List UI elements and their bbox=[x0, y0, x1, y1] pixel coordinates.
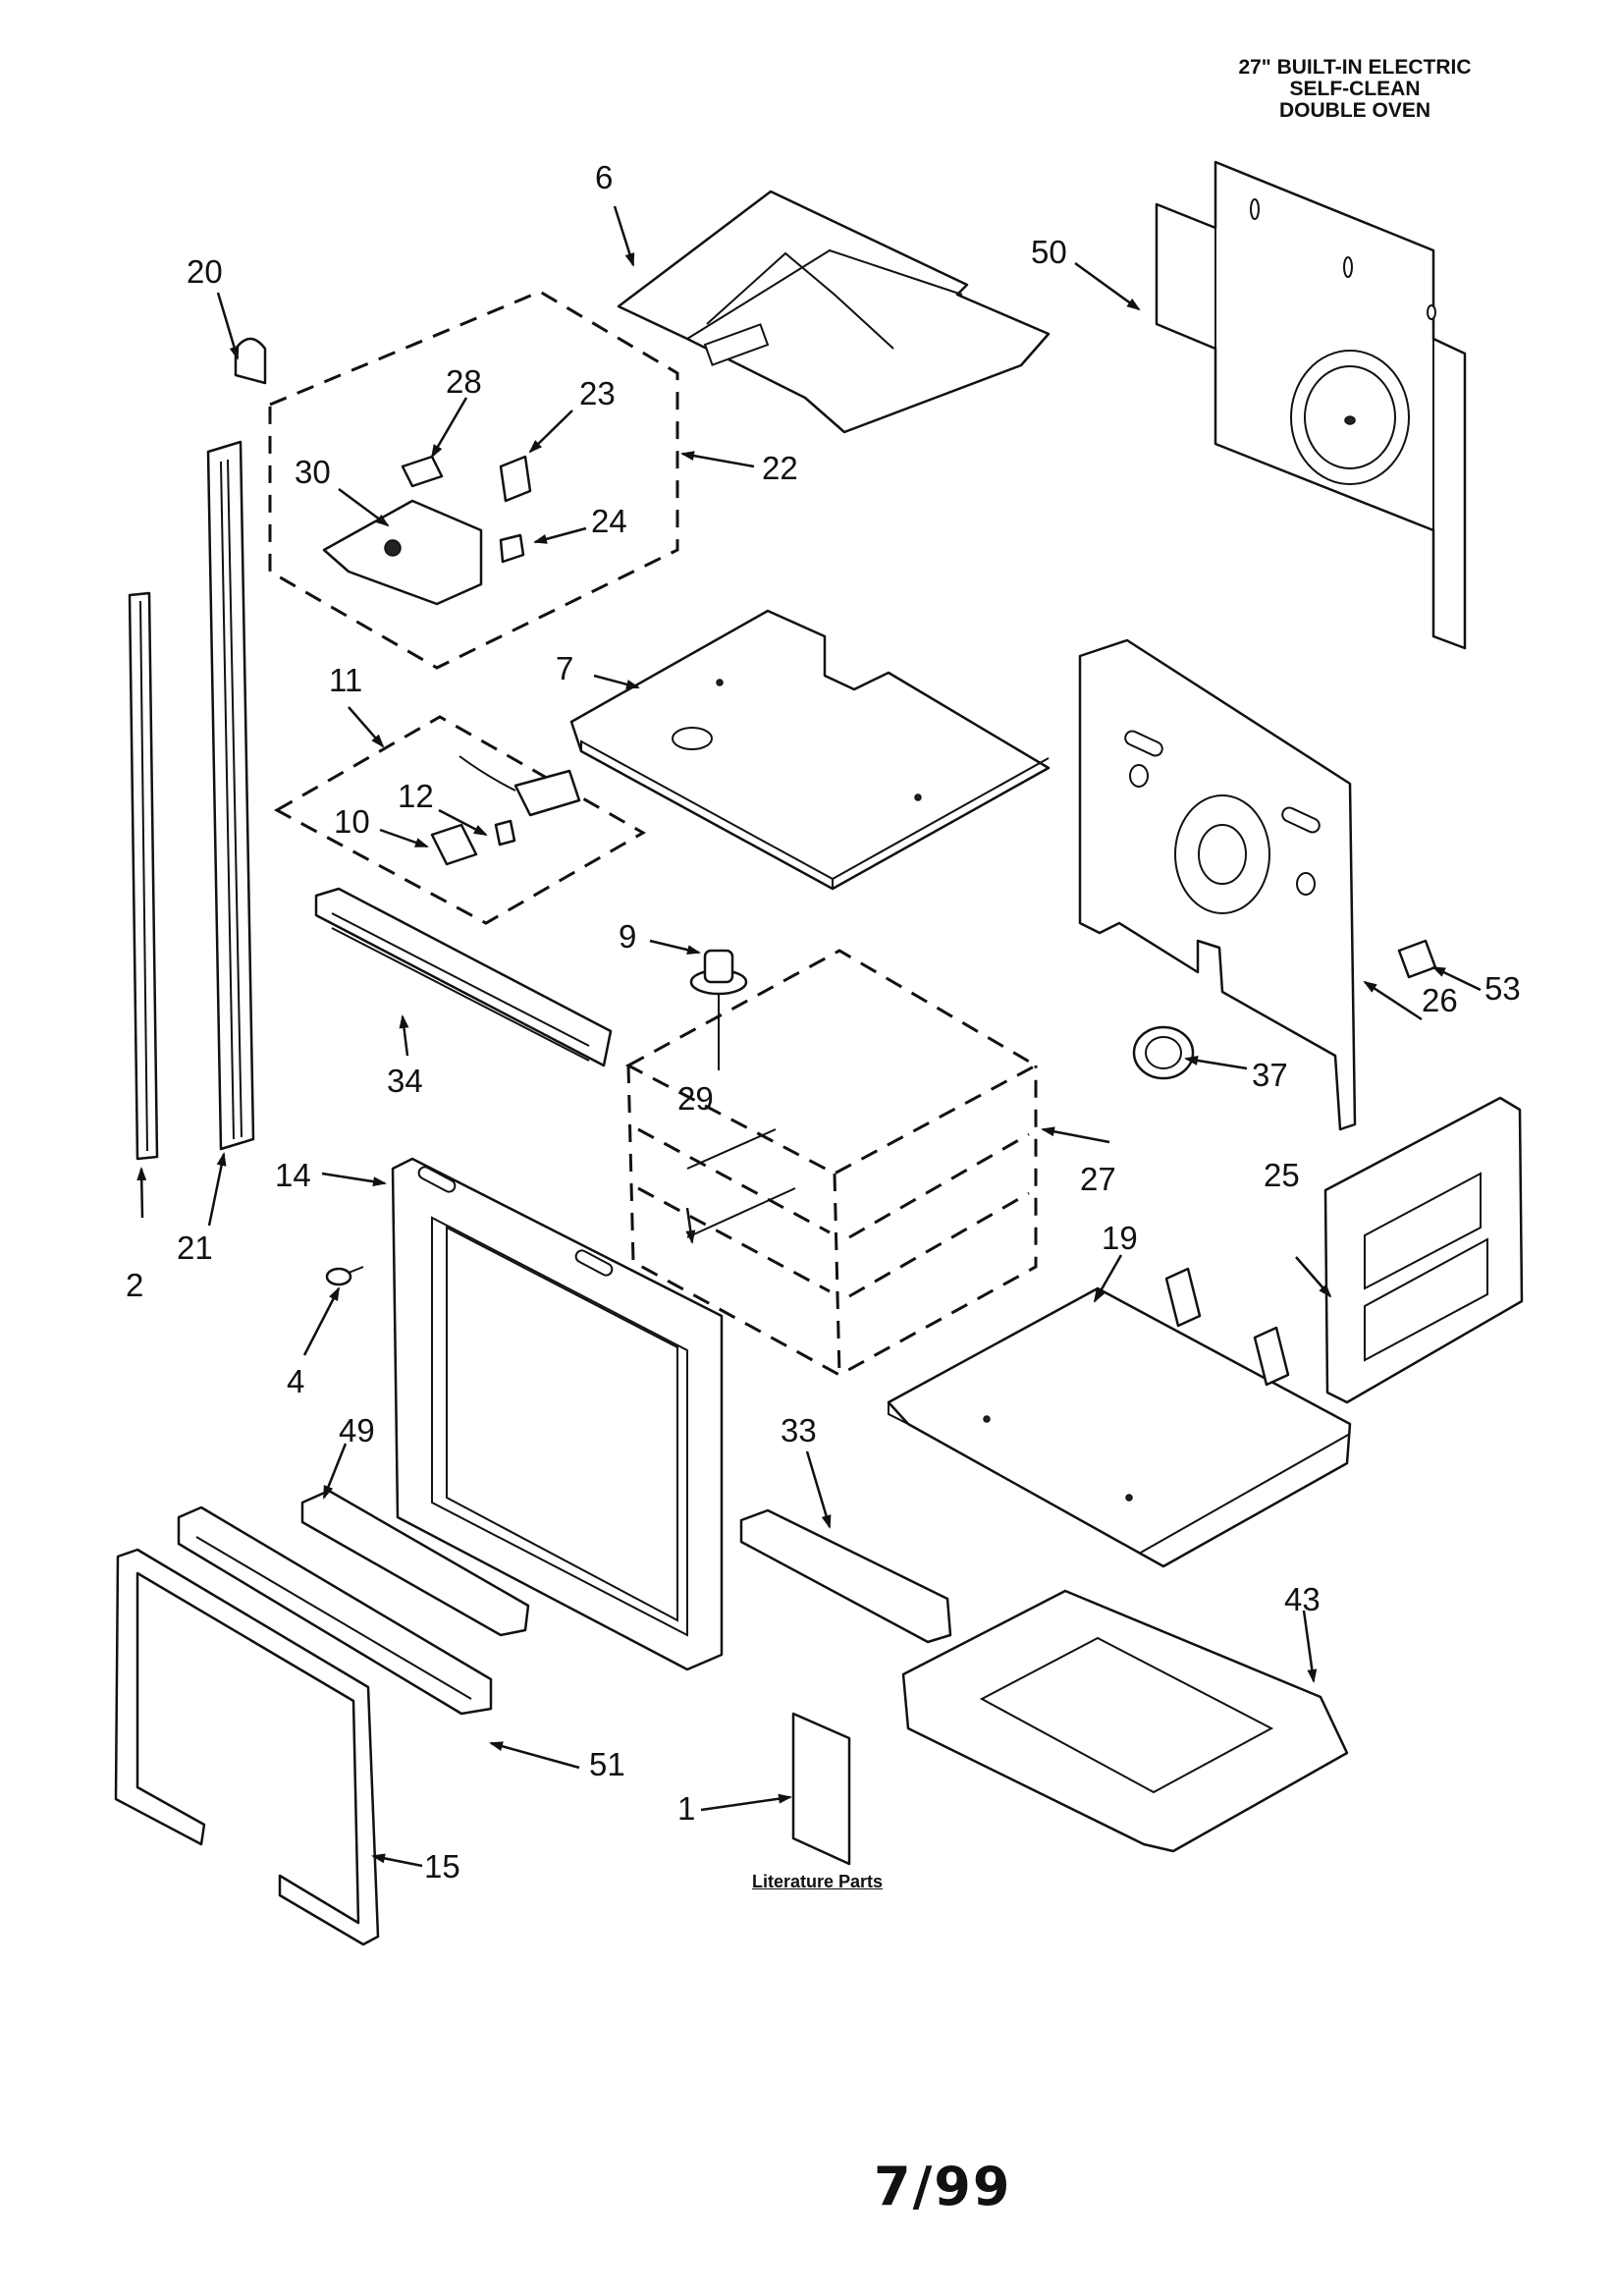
label-53: 53 bbox=[1484, 970, 1521, 1007]
label-26: 26 bbox=[1422, 982, 1458, 1018]
part-34-vent-panel bbox=[314, 887, 613, 1067]
part-33-channel bbox=[739, 1508, 952, 1644]
label-27: 27 bbox=[1080, 1161, 1116, 1197]
label-12: 12 bbox=[398, 778, 434, 814]
label-22: 22 bbox=[762, 450, 798, 486]
label-33: 33 bbox=[781, 1412, 817, 1449]
part-4-screw bbox=[325, 1266, 364, 1286]
part-1-literature bbox=[791, 1712, 851, 1866]
part-2-side-trim bbox=[128, 591, 159, 1161]
diagram-title: 27" BUILT-IN ELECTRIC SELF-CLEAN DOUBLE … bbox=[1159, 57, 1551, 122]
label-20: 20 bbox=[187, 253, 223, 290]
part-29-element bbox=[686, 1128, 796, 1238]
part-6-top-shroud bbox=[617, 190, 1051, 434]
part-11-assembly bbox=[273, 715, 647, 925]
label-9: 9 bbox=[619, 918, 636, 955]
part-19-bottom-panel bbox=[887, 1267, 1352, 1568]
label-37: 37 bbox=[1252, 1057, 1288, 1093]
label-28: 28 bbox=[446, 363, 482, 400]
part-number-labels: 6 50 20 28 23 30 22 24 11 7 12 10 9 34 2… bbox=[126, 159, 1521, 1885]
label-7: 7 bbox=[556, 650, 573, 686]
part-7-top-panel bbox=[569, 609, 1051, 891]
part-22-control-assembly bbox=[268, 290, 679, 670]
label-51: 51 bbox=[589, 1746, 625, 1782]
part-51-lower-trim bbox=[177, 1505, 493, 1716]
title-line-3: DOUBLE OVEN bbox=[1278, 99, 1430, 122]
part-50-rear-panel bbox=[1155, 160, 1467, 650]
part-25-side-panel bbox=[1323, 1096, 1524, 1404]
label-50: 50 bbox=[1031, 234, 1067, 270]
label-11: 11 bbox=[329, 662, 362, 698]
literature-parts-caption: Literature Parts bbox=[752, 1872, 884, 1891]
part-43-base-pan bbox=[901, 1589, 1349, 1853]
leader-arrows bbox=[136, 205, 1482, 1868]
label-15: 15 bbox=[424, 1848, 460, 1885]
label-2: 2 bbox=[126, 1267, 143, 1303]
label-6: 6 bbox=[595, 159, 613, 195]
label-24: 24 bbox=[591, 503, 627, 539]
label-49: 49 bbox=[339, 1412, 375, 1449]
label-21: 21 bbox=[177, 1230, 213, 1266]
label-34: 34 bbox=[387, 1063, 423, 1099]
part-26-oven-back bbox=[1078, 638, 1357, 1131]
footer-date: 7/99 bbox=[874, 2156, 1012, 2217]
title-line-1: 27" BUILT-IN ELECTRIC bbox=[1238, 56, 1472, 79]
label-25: 25 bbox=[1264, 1157, 1300, 1193]
part-53-bracket bbox=[1397, 939, 1437, 979]
label-14: 14 bbox=[275, 1157, 311, 1193]
part-15-gasket bbox=[114, 1548, 380, 1946]
label-10: 10 bbox=[334, 803, 370, 840]
title-line-2: SELF-CLEAN bbox=[1289, 78, 1421, 100]
label-23: 23 bbox=[579, 375, 616, 411]
label-19: 19 bbox=[1102, 1220, 1138, 1256]
label-43: 43 bbox=[1284, 1581, 1321, 1617]
label-4: 4 bbox=[287, 1363, 304, 1399]
label-30: 30 bbox=[295, 454, 331, 490]
part-9-fan bbox=[689, 949, 748, 1070]
label-29: 29 bbox=[677, 1080, 714, 1117]
part-14-front-frame bbox=[391, 1157, 724, 1671]
part-21-side-trim bbox=[206, 440, 255, 1151]
part-37-gasket bbox=[1132, 1025, 1195, 1080]
part-27-oven-cavity bbox=[624, 949, 1040, 1377]
part-20-clip bbox=[234, 337, 267, 385]
label-1: 1 bbox=[677, 1790, 695, 1827]
